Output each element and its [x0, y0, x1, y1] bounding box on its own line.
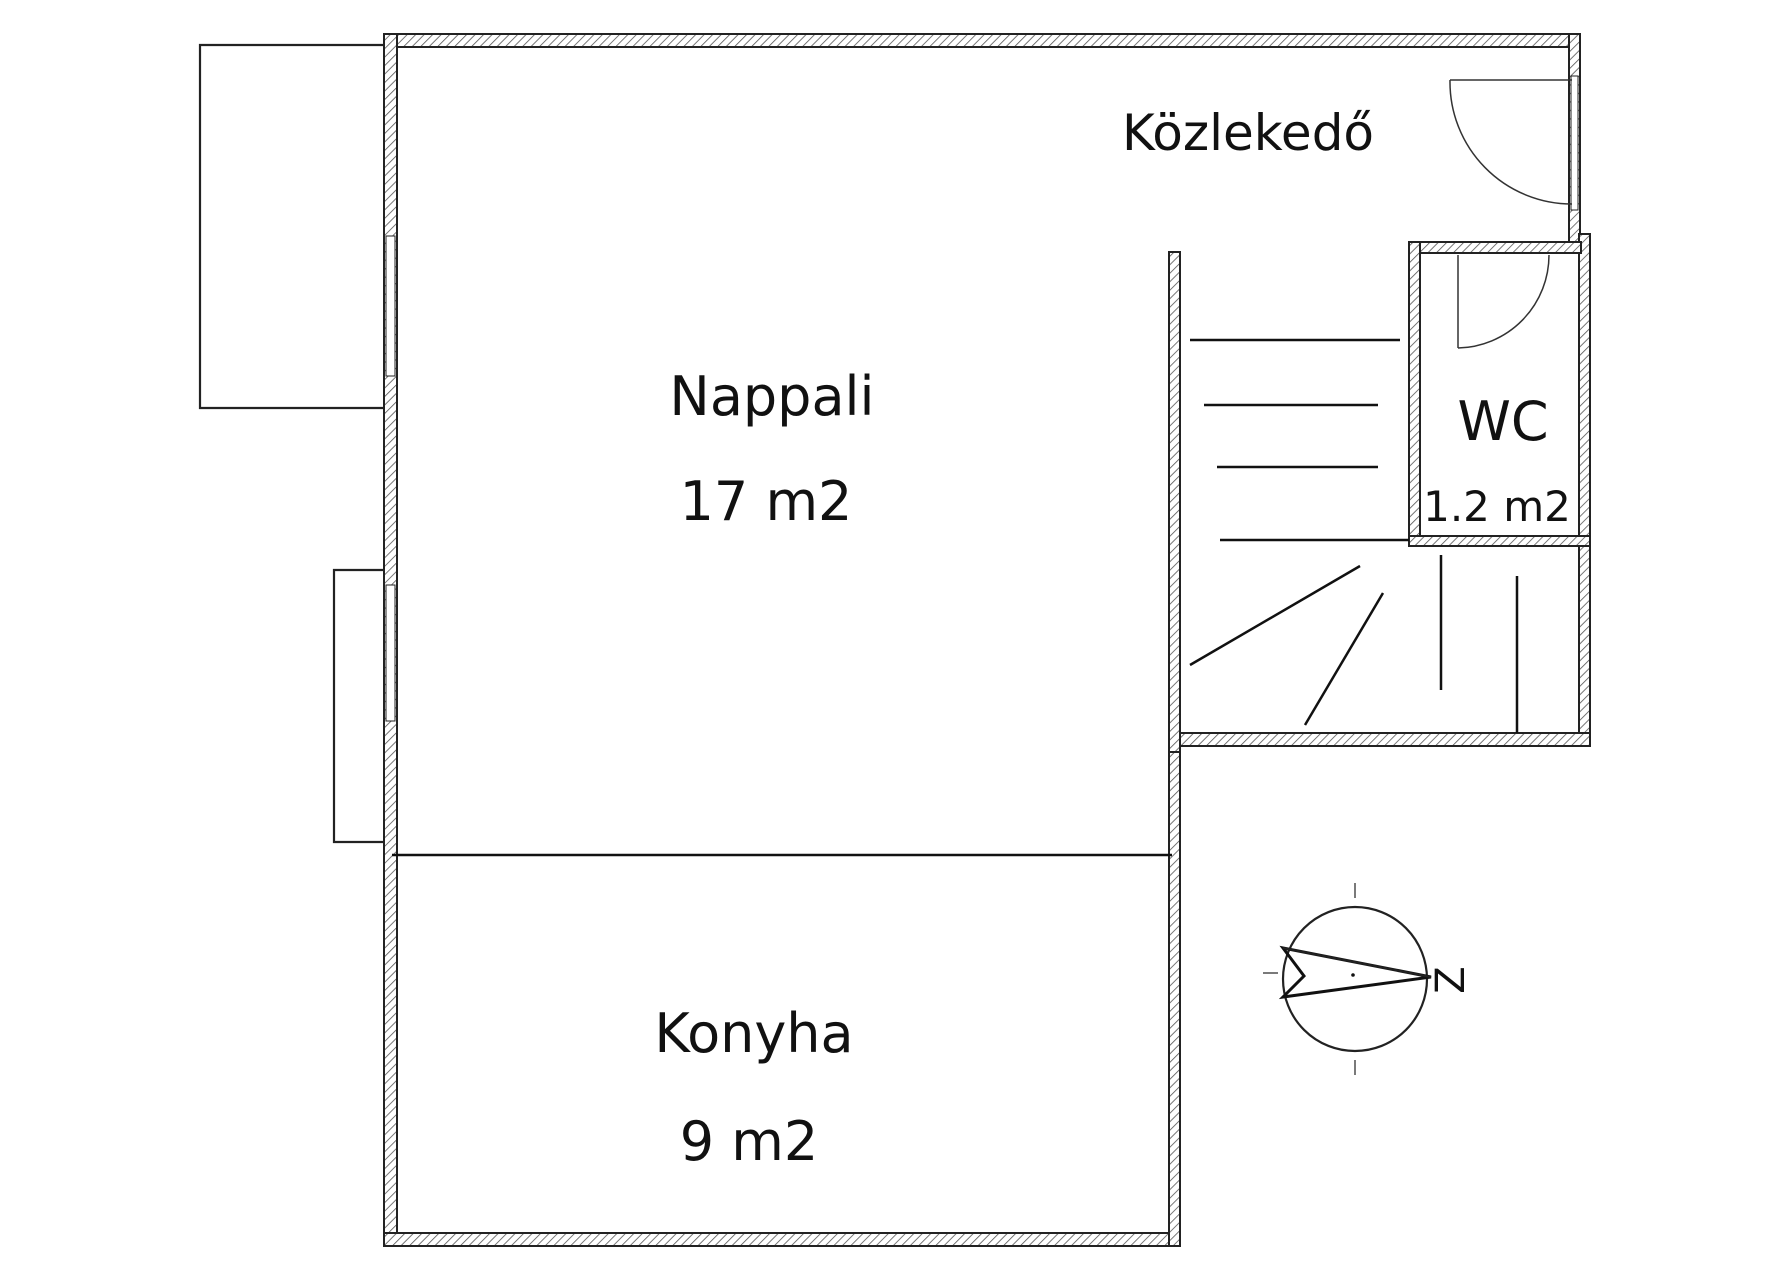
wc-door [1457, 254, 1550, 349]
room-name-kitchen: Konyha [654, 1002, 853, 1065]
window-bay-outline [332, 568, 384, 844]
room-name-living: Nappali [669, 365, 874, 428]
compass: Z [1263, 883, 1474, 1075]
compass-letter: Z [1428, 966, 1474, 993]
staircase [1189, 338, 1519, 733]
balcony-outline [198, 43, 384, 410]
window-opening [385, 584, 396, 722]
door-opening-corridor [1570, 75, 1579, 211]
room-area-wc: 1.2 m2 [1423, 482, 1571, 531]
corridor-door [1449, 79, 1573, 205]
window-opening [385, 235, 396, 377]
room-area-living: 17 m2 [680, 470, 853, 533]
room-name-wc: WC [1457, 390, 1548, 453]
room-name-corridor: Közlekedő [1122, 104, 1374, 162]
room-area-kitchen: 9 m2 [680, 1110, 818, 1173]
walls [383, 33, 1591, 1247]
